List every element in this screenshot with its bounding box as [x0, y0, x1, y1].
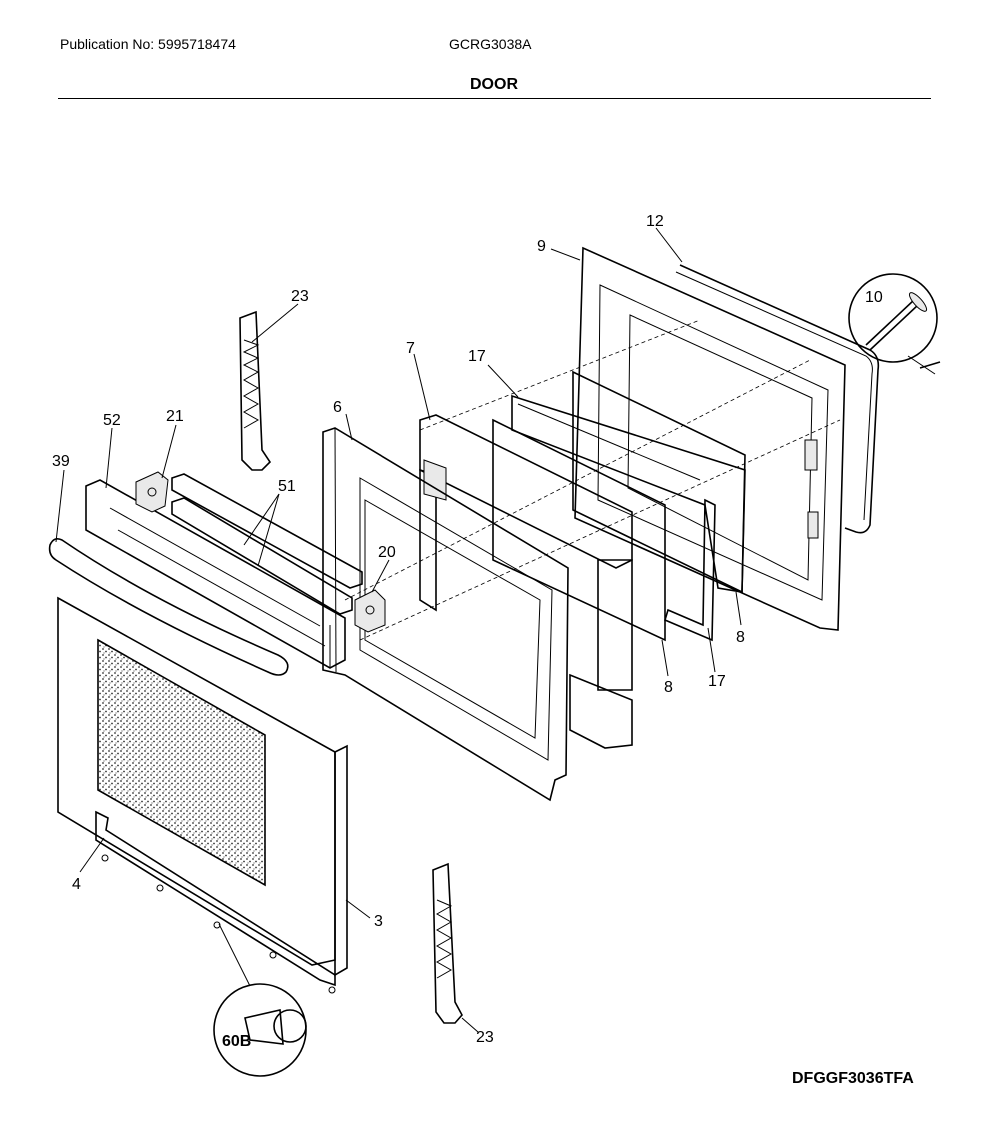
publication-number: Publication No: 5995718474	[60, 36, 236, 52]
part-label-17-top: 17	[468, 348, 486, 365]
part-label-21: 21	[166, 408, 184, 425]
glass-pane-right	[572, 370, 746, 594]
inner-door-frame	[322, 427, 569, 802]
hinge-23-bottom	[432, 862, 463, 1024]
insulation-block	[419, 414, 633, 749]
part-label-10: 10	[865, 289, 883, 306]
hinge-receptacle-20	[354, 589, 386, 633]
part-label-23-top: 23	[291, 288, 309, 305]
part-label-8-right: 8	[736, 629, 745, 646]
hinge-bracket-21	[135, 471, 169, 513]
part-label-52: 52	[103, 412, 121, 429]
part-label-17-bottom: 17	[708, 673, 726, 690]
leader-lines	[55, 227, 742, 1033]
part-label-6: 6	[333, 399, 342, 416]
part-label-8-middle: 8	[664, 679, 673, 696]
part-label-4: 4	[72, 876, 81, 893]
part-label-51: 51	[278, 478, 296, 495]
part-label-7: 7	[406, 340, 415, 357]
part-label-23-bottom: 23	[476, 1029, 494, 1046]
part-label-39: 39	[52, 453, 70, 470]
glass-pane-middle	[492, 418, 666, 642]
model-number: GCRG3038A	[449, 36, 532, 52]
diagram-code: DFGGF3036TFA	[792, 1070, 914, 1087]
outer-door-glass	[57, 596, 336, 966]
part-label-9: 9	[537, 238, 546, 255]
rear-liner-panel	[574, 246, 846, 631]
door-handle	[48, 538, 289, 676]
part-label-60b: 60B	[222, 1033, 251, 1050]
part-label-20: 20	[378, 544, 396, 561]
diagram-title: DOOR	[470, 76, 518, 93]
hinge-23-top	[239, 310, 272, 471]
screw-60b-callout	[213, 923, 307, 1077]
door-frame-trim	[95, 744, 348, 994]
assembly-guide-lines	[344, 319, 841, 641]
part-label-12: 12	[646, 213, 664, 230]
part-label-3: 3	[374, 913, 383, 930]
door-gasket	[675, 264, 880, 534]
part-10-callout	[848, 273, 941, 375]
header-rule	[58, 98, 931, 99]
door-trim-panel	[85, 479, 346, 669]
vent-channels	[171, 473, 363, 615]
